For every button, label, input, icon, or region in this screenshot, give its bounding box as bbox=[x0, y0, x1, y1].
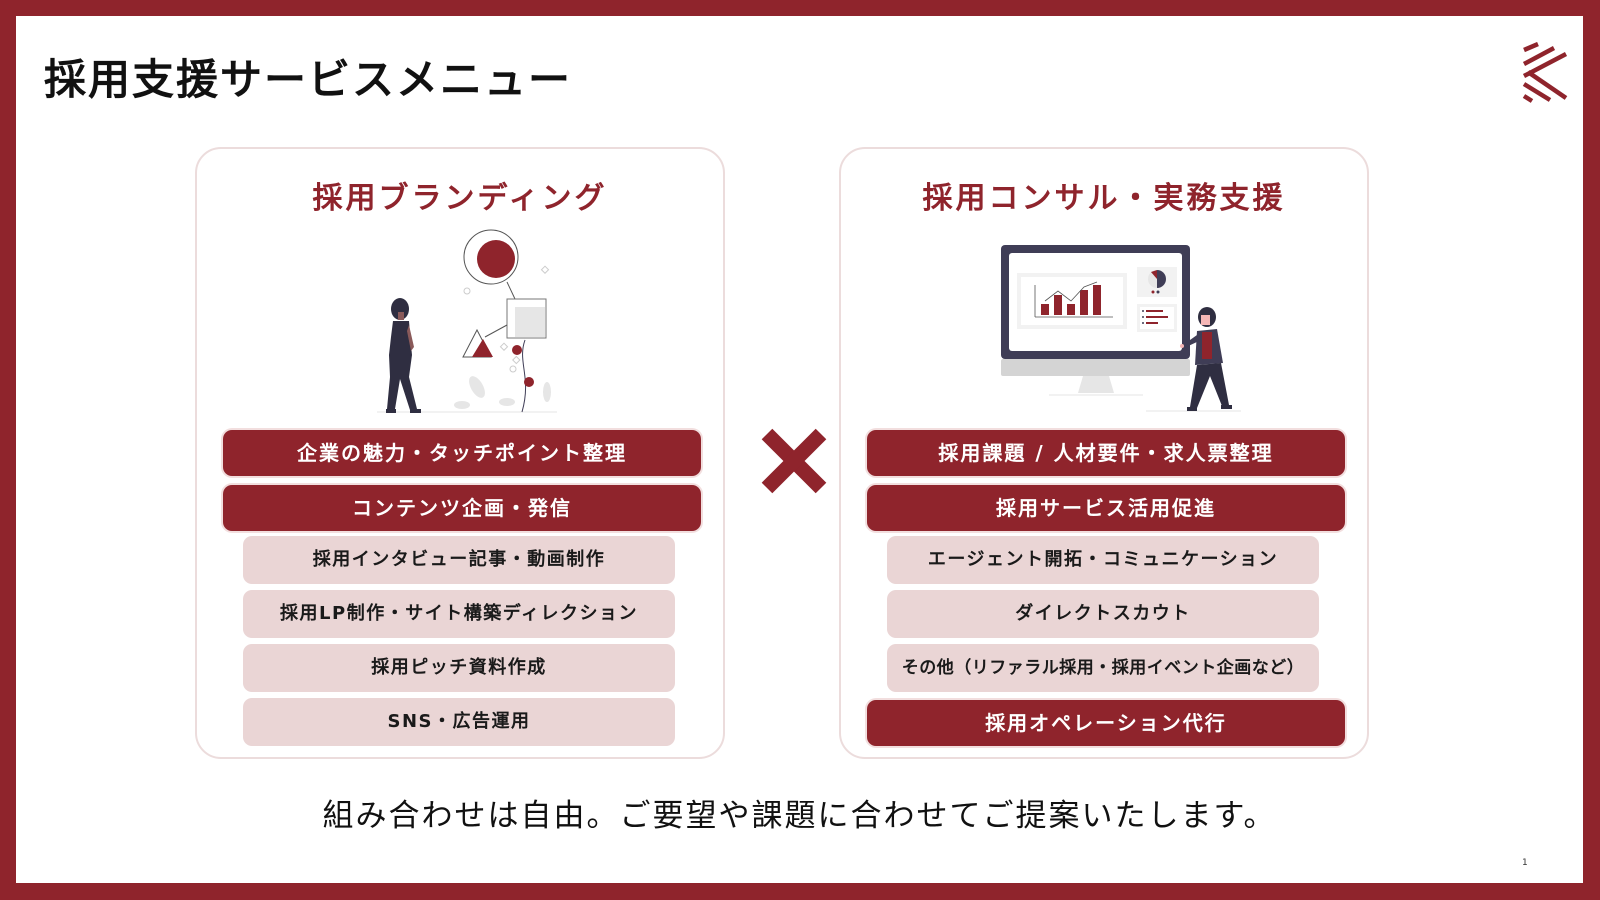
service-item-primary: 採用オペレーション代行 bbox=[867, 700, 1345, 746]
consulting-card-title: 採用コンサル・実務支援 bbox=[922, 181, 1286, 216]
service-item-secondary: SNS・広告運用 bbox=[243, 698, 675, 746]
service-item-primary: 採用サービス活用促進 bbox=[867, 485, 1345, 531]
service-item-primary: コンテンツ企画・発信 bbox=[223, 485, 701, 531]
footer-message: 組み合わせは自由。ご要望や課題に合わせてご提案いたします。 bbox=[322, 798, 1277, 834]
chevron-stripes-logo-icon bbox=[1522, 42, 1568, 103]
branding-card-title: 採用ブランディング bbox=[312, 181, 608, 216]
service-item-secondary: 採用インタビュー記事・動画制作 bbox=[243, 536, 675, 584]
branding-card: 採用ブランディング bbox=[195, 147, 725, 759]
service-item-secondary: ダイレクトスカウト bbox=[887, 590, 1319, 638]
cross-multiply-icon bbox=[761, 428, 827, 494]
service-item-primary: 採用課題 / 人材要件・求人票整理 bbox=[867, 430, 1345, 476]
service-item-primary: 企業の魅力・タッチポイント整理 bbox=[223, 430, 701, 476]
service-item-secondary: エージェント開拓・コミュニケーション bbox=[887, 536, 1319, 584]
page-number: 1 bbox=[1522, 858, 1528, 868]
slide: 採用支援サービスメニュー 採用ブランディング bbox=[16, 16, 1583, 883]
service-item-secondary: 採用ピッチ資料作成 bbox=[243, 644, 675, 692]
page-title: 採用支援サービスメニュー bbox=[44, 55, 573, 104]
consulting-card: 採用コンサル・実務支援 bbox=[839, 147, 1369, 759]
woman-walking-illustration bbox=[377, 229, 557, 413]
woman-presenting-monitor-illustration bbox=[1001, 245, 1241, 412]
service-item-secondary: その他（リファラル採用・採用イベント企画など） bbox=[887, 644, 1319, 692]
service-item-secondary: 採用LP制作・サイト構築ディレクション bbox=[243, 590, 675, 638]
